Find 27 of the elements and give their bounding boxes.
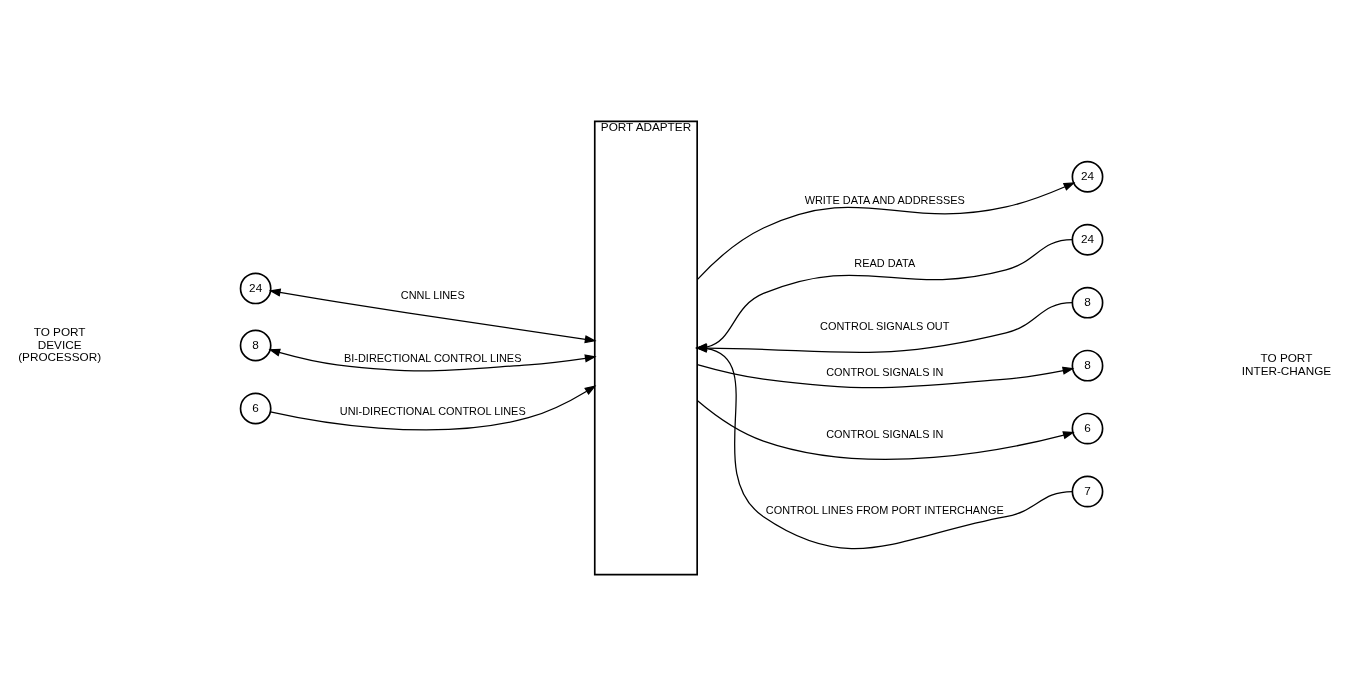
node-circle: 24 <box>239 272 272 305</box>
edge-label: WRITE DATA AND ADDRESSES <box>804 193 965 206</box>
node-circle: 24 <box>1071 223 1104 256</box>
edge-label: CNNL LINES <box>400 288 465 301</box>
edge-label: BI-DIRECTIONAL CONTROL LINES <box>344 351 522 364</box>
node-circle: 6 <box>239 392 272 425</box>
node-circle: 6 <box>1071 412 1104 445</box>
node-circle: 8 <box>1071 349 1104 382</box>
arrow <box>696 182 1076 281</box>
label: TO PORT INTER-CHANGE <box>1241 351 1332 378</box>
node-circle: 8 <box>1071 286 1104 319</box>
edge-label: CONTROL SIGNALS IN <box>826 428 944 441</box>
node-circle: 24 <box>1071 160 1104 193</box>
node-box: PORT ADAPTER <box>593 120 698 576</box>
arrow <box>268 288 597 344</box>
edge-label: UNI-DIRECTIONAL CONTROL LINES <box>339 404 526 417</box>
edge-label: CONTROL SIGNALS IN <box>826 366 944 379</box>
arrow <box>269 385 597 431</box>
arrow <box>268 348 597 372</box>
node-circle: 8 <box>239 329 272 362</box>
edge-label: CONTROL SIGNALS OUT <box>820 319 950 332</box>
arrow <box>696 363 1075 389</box>
arrow <box>696 399 1075 460</box>
node-circle: 7 <box>1071 475 1104 508</box>
label: TO PORT DEVICE (PROCESSOR) <box>18 325 102 364</box>
edge-label: CONTROL LINES FROM PORT INTERCHANGE <box>765 503 1004 516</box>
edge-label: READ DATA <box>854 256 916 269</box>
